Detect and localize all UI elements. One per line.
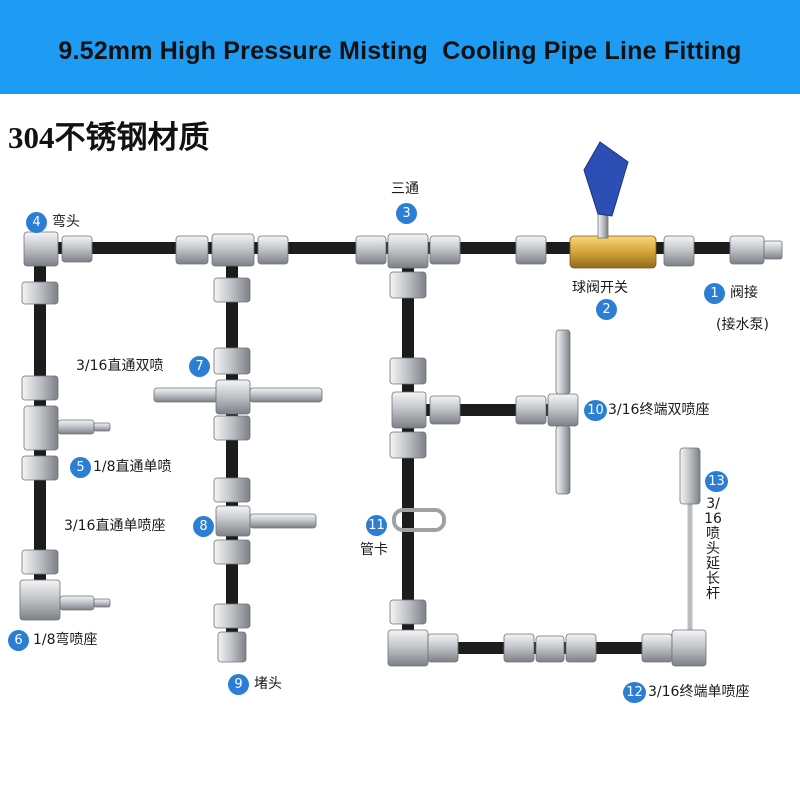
elbow-nozzle-seat-6 (19, 579, 61, 621)
part-label-12: 3/16终端单喷座 (648, 684, 750, 700)
nut (355, 235, 387, 265)
material-heading: 304不锈钢材质 (8, 120, 210, 155)
nut (389, 599, 427, 625)
part-label-13: 3/16喷头延长杆 (704, 496, 722, 602)
part-badge-2: 2 (596, 299, 617, 320)
nut (21, 375, 59, 401)
nut (641, 633, 673, 663)
valve-connector-thread (763, 240, 783, 260)
tee-fitting (211, 233, 255, 267)
nozzle-tip (93, 422, 111, 432)
nozzle-1-8-elbow (59, 595, 95, 611)
part-label-1: 阀接 (730, 285, 758, 301)
title-banner (0, 0, 800, 94)
part-badge-12: 12 (623, 682, 646, 703)
nut (565, 633, 597, 663)
part-badge-3: 3 (396, 203, 417, 224)
tee-branch-fittings (387, 329, 707, 667)
part-label-11: 管卡 (360, 542, 388, 558)
nut (213, 477, 251, 503)
part-label-6: 1/8弯喷座 (33, 632, 98, 648)
terminal-double-seat-10 (547, 393, 579, 427)
end-plug-9 (217, 631, 247, 663)
nut (389, 357, 427, 385)
nut (663, 235, 695, 267)
elbow-4-fitting (23, 231, 59, 267)
part-label-9: 堵头 (254, 676, 282, 692)
part-badge-5: 5 (70, 457, 91, 478)
nozzle-3-16-double-right (249, 387, 323, 403)
part-badge-6: 6 (8, 630, 29, 651)
ball-valve-handle (583, 141, 629, 217)
nut (503, 633, 535, 663)
part-badge-7: 7 (189, 356, 210, 377)
nut (429, 395, 461, 425)
nut (213, 347, 251, 375)
tee-fitting (215, 379, 251, 415)
part-label-8: 3/16直通单喷座 (64, 518, 166, 534)
nozzle-1-8-straight (57, 419, 95, 435)
nozzle-3-16-double-left (153, 387, 219, 403)
nut (21, 455, 59, 481)
nut (515, 395, 547, 425)
part-badge-13: 13 (705, 471, 728, 492)
nut (213, 603, 251, 629)
nut (389, 271, 427, 299)
nut (213, 277, 251, 303)
nut (427, 633, 459, 663)
nut (213, 415, 251, 441)
extension-rod-nozzle-13 (679, 447, 701, 505)
nut (257, 235, 289, 265)
nut (515, 235, 547, 265)
nozzle-seat-3-16-straight (249, 513, 317, 529)
part-badge-8: 8 (193, 516, 214, 537)
nozzle-up (555, 329, 571, 395)
part-badge-10: 10 (584, 400, 607, 421)
nozzle-tip (93, 598, 111, 608)
tee-fitting (23, 405, 59, 451)
terminal-single-seat-12 (671, 629, 707, 667)
part-badge-9: 9 (228, 674, 249, 695)
nut (21, 281, 59, 305)
nut (213, 539, 251, 565)
ball-valve-stem (597, 211, 609, 239)
nozzle-down (555, 425, 571, 495)
elbow-fitting (387, 629, 429, 667)
banner-title: 9.52mm High Pressure Misting Cooling Pip… (58, 37, 742, 65)
middle-branch-fittings (153, 347, 323, 663)
union-coupler (535, 635, 565, 663)
left-branch-fittings (19, 375, 111, 621)
part-badge-11: 11 (366, 515, 387, 536)
part-badge-1: 1 (704, 283, 725, 304)
part-label-2: 球阀开关 (572, 280, 628, 296)
part-label-5: 1/8直通单喷 (93, 459, 172, 475)
part-label-10: 3/16终端双喷座 (608, 402, 710, 418)
pipe-clip-11 (392, 508, 446, 532)
nut (429, 235, 461, 265)
part-label-7: 3/16直通双喷 (76, 358, 164, 374)
nut (389, 431, 427, 459)
hose-tee-branch (402, 256, 694, 654)
top-line-fittings (21, 141, 783, 305)
part-label-4: 弯头 (52, 214, 80, 230)
union-coupler (175, 235, 209, 265)
nut (21, 549, 59, 575)
part-badge-4: 4 (26, 212, 47, 233)
tee-fitting (391, 391, 427, 429)
part-label-3: 三通 (391, 181, 419, 197)
valve-connector-1 (729, 235, 765, 265)
ball-valve-body (569, 235, 657, 269)
part-note-1: (接水泵) (716, 317, 769, 333)
tee-fitting (215, 505, 251, 537)
tee-3-fitting (387, 233, 429, 269)
nut (61, 235, 93, 263)
